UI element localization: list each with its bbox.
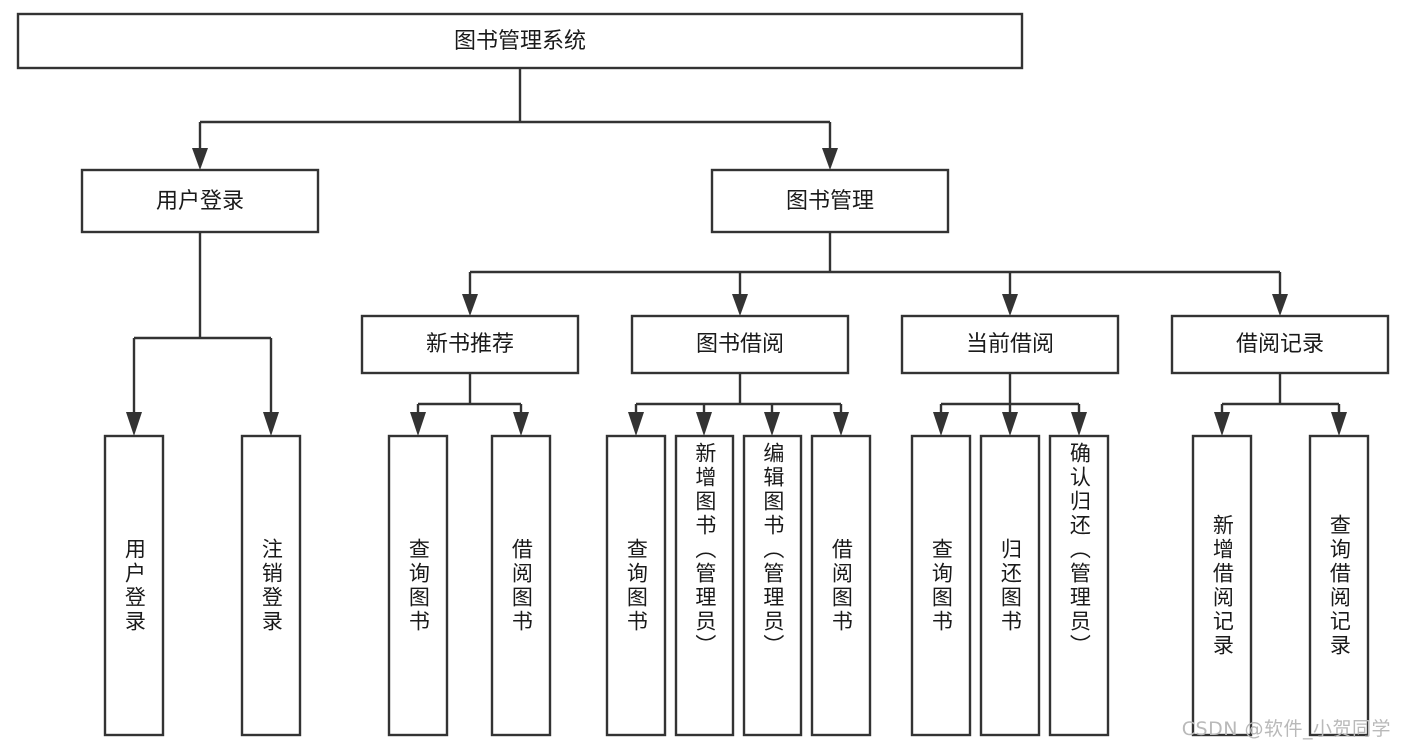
- connector-userlogin-to-leaves: [126, 232, 279, 436]
- connector-newbook-to-leaves: [410, 373, 529, 436]
- node-current-borrow-label: 当前借阅: [966, 332, 1054, 357]
- leaf-box-query-book-current[interactable]: [910, 434, 972, 737]
- connector-borrowrecord-to-leaves: [1214, 373, 1347, 436]
- watermark-text: CSDN @软件_小贺同学: [1181, 718, 1391, 740]
- leaf-box-edit-book-admin[interactable]: [742, 434, 803, 737]
- node-new-book-recommend[interactable]: [360, 314, 580, 375]
- connector-bookborrow-to-leaves: [628, 373, 849, 436]
- arrow-head-icon: [192, 148, 208, 170]
- arrow-head-icon: [1002, 412, 1018, 436]
- leaf-box-add-borrow-record[interactable]: [1191, 434, 1253, 737]
- arrow-head-icon: [263, 412, 279, 436]
- node-book-borrow-label: 图书借阅: [696, 332, 784, 357]
- arrow-head-icon: [1071, 412, 1087, 436]
- arrow-head-icon: [822, 148, 838, 170]
- leaf-box-user-login[interactable]: [103, 434, 165, 737]
- arrow-head-icon: [462, 294, 478, 316]
- arrow-head-icon: [1331, 412, 1347, 436]
- arrow-head-icon: [732, 294, 748, 316]
- leaf-box-confirm-return-admin[interactable]: [1048, 434, 1110, 737]
- leaf-box-add-book-admin[interactable]: [674, 434, 735, 737]
- leaf-box-borrow-book[interactable]: [810, 434, 872, 737]
- node-root[interactable]: [16, 12, 1024, 70]
- arrow-head-icon: [933, 412, 949, 436]
- leaf-box-query-book-recommend[interactable]: [387, 434, 449, 737]
- arrow-head-icon: [513, 412, 529, 436]
- leaf-box-query-borrow-record[interactable]: [1308, 434, 1370, 737]
- connector-bookmgmt-to-level3: [462, 232, 1288, 316]
- leaf-box-query-book-borrow[interactable]: [605, 434, 667, 737]
- arrow-head-icon: [764, 412, 780, 436]
- connector-root-to-level2: [192, 68, 838, 170]
- arrow-head-icon: [1214, 412, 1230, 436]
- arrow-head-icon: [1272, 294, 1288, 316]
- node-borrow-record-label: 借阅记录: [1236, 332, 1324, 357]
- arrow-head-icon: [410, 412, 426, 436]
- arrow-head-icon: [696, 412, 712, 436]
- leaf-box-borrow-book-recommend[interactable]: [490, 434, 552, 737]
- node-user-login-label: 用户登录: [156, 189, 244, 214]
- node-book-management-label: 图书管理: [786, 189, 874, 214]
- arrow-head-icon: [833, 412, 849, 436]
- node-user-login[interactable]: [80, 168, 320, 234]
- leaf-box-return-book[interactable]: [979, 434, 1041, 737]
- arrow-head-icon: [126, 412, 142, 436]
- node-new-book-recommend-label: 新书推荐: [426, 332, 514, 357]
- node-root-label: 图书管理系统: [454, 29, 586, 54]
- leaf-box-logout[interactable]: [240, 434, 302, 737]
- node-current-borrow[interactable]: [900, 314, 1120, 375]
- arrow-head-icon: [628, 412, 644, 436]
- arrow-head-icon: [1002, 294, 1018, 316]
- connector-currentborrow-to-leaves: [933, 373, 1087, 436]
